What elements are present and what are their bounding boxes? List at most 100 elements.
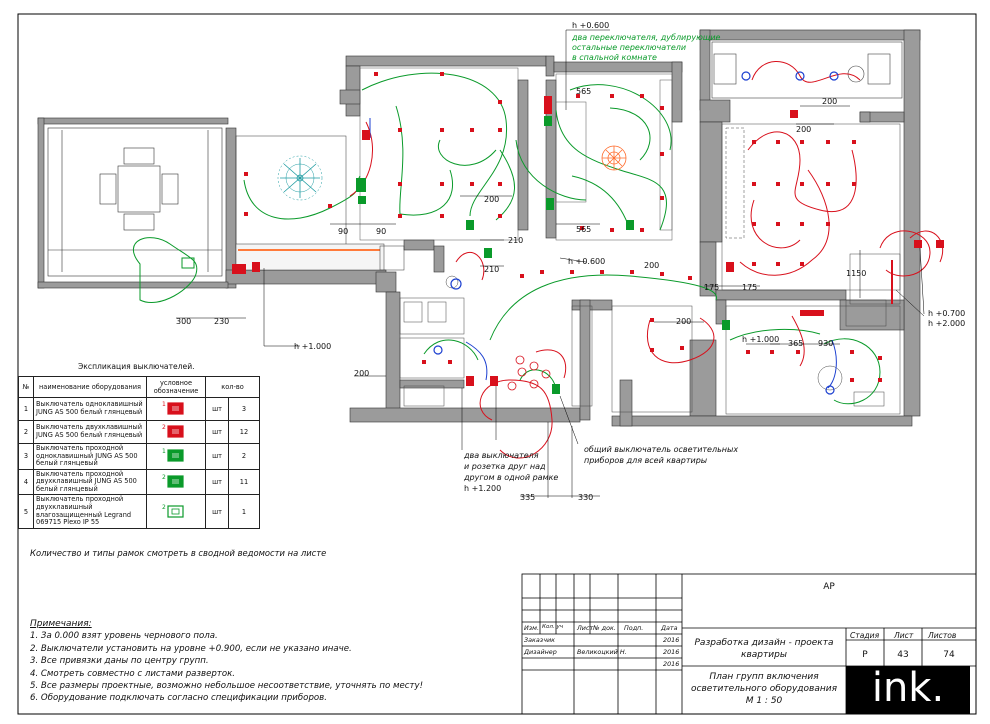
dimension-label: 200 — [484, 195, 500, 204]
stamp-col-kol: Кол. уч — [542, 624, 564, 630]
legend-row-name: Выключатель двухклавишный JUNG AS 500 бе… — [33, 420, 147, 444]
note-common-switch: общий выключатель осветительных — [584, 445, 739, 454]
legend-row-qty: 11 — [228, 468, 260, 496]
stamp-date: 2016 — [663, 648, 680, 656]
stamp-sheet-title: План групп включения — [709, 672, 819, 682]
stamp-sheet-number: 43 — [897, 650, 909, 660]
switch-symbol-icon: 1 — [162, 448, 184, 462]
walls — [37, 29, 921, 427]
dimension-label: 175 — [742, 283, 758, 292]
dimension-label: 175 — [704, 283, 720, 292]
legend-row-unit: шт — [205, 420, 229, 444]
legend-col-name: наименование оборудования — [33, 376, 147, 398]
dimension-label: 210 — [508, 236, 524, 245]
ink-logo: ink. — [846, 666, 970, 714]
dimension-label: 200 — [644, 261, 660, 270]
height-label: h +0.600 — [572, 21, 610, 30]
stamp-sheet-count: 74 — [943, 650, 955, 660]
legend-row-num: 2 — [18, 420, 34, 444]
switch-keys-label: 2 — [162, 474, 166, 481]
stamp-date: 2016 — [663, 660, 680, 668]
dimension-label: 200 — [796, 125, 812, 134]
note-item: 3. Все привязки даны по центру групп. — [30, 656, 209, 667]
legend-col-symbol: условное обозначение — [146, 376, 206, 398]
switch-symbol-icon: 2 — [162, 504, 184, 518]
legend-row-symbol: 2 — [146, 494, 206, 529]
legend-row-qty: 12 — [228, 420, 260, 444]
stamp-project-title: Разработка дизайн - проекта — [694, 638, 834, 648]
switch-ip55 — [181, 257, 195, 269]
stamp-sheet-title: осветительного оборудования — [690, 684, 837, 694]
dimension-label: 90 — [376, 227, 387, 236]
legend-row-name: Выключатель проходной двухклавишный влаг… — [33, 494, 147, 529]
height-label: h +0.600 — [568, 257, 606, 266]
red-groups — [349, 61, 944, 459]
note-common-switch: приборов для всей квартиры — [584, 456, 708, 465]
legend-row-qty: 1 — [228, 494, 260, 529]
note-item: 2. Выключатели установить на уровне +0.9… — [30, 643, 352, 654]
stamp-role-customer: Заказчик — [524, 636, 555, 644]
dimension-label: 365 — [788, 339, 804, 348]
living-furniture — [359, 67, 673, 241]
dimension-label: 200 — [676, 317, 692, 326]
legend-col-qty: кол-во — [205, 376, 260, 398]
note-duplicate-switches: в спальной комнате — [572, 53, 657, 62]
note-item: 5. Все размеры проектные, возможно небол… — [30, 681, 424, 692]
stamp-col-date: Дата — [661, 624, 678, 632]
switch-symbol-icon: 1 — [162, 401, 184, 415]
switch-symbol-icon: 2 — [162, 424, 184, 438]
notes-title: Примечания: — [30, 619, 92, 629]
notes-block: Примечания: 1. За 0.000 взят уровень чер… — [30, 618, 423, 705]
dimension-label: 300 — [176, 317, 192, 326]
dimension-label: 930 — [818, 339, 834, 348]
height-label: h +1.000 — [294, 342, 332, 351]
stamp-head-sheets: Листов — [928, 631, 957, 640]
stamp-col-doc: № док. — [593, 624, 616, 632]
switches-green — [356, 116, 730, 394]
switch-legend-table: № наименование оборудования условное обо… — [18, 376, 260, 529]
legend-row-num: 1 — [18, 397, 34, 421]
frames-note: Количество и типы рамок смотреть в сводн… — [30, 548, 327, 558]
legend-row-qty: 3 — [228, 397, 260, 421]
legend-header: № наименование оборудования условное обо… — [18, 376, 260, 398]
legend-row-symbol: 2 — [146, 468, 206, 496]
legend-row-unit: шт — [205, 443, 229, 470]
legend-row-qty: 2 — [228, 443, 260, 470]
dimension-label: 1150 — [846, 269, 867, 278]
note-double-switch: и розетка друг над — [464, 462, 546, 471]
green-groups — [133, 72, 881, 405]
legend-row-unit: шт — [205, 468, 229, 496]
note-item: 1. За 0.000 взят уровень чернового пола. — [30, 631, 218, 642]
dimension-label: 335 — [520, 493, 536, 502]
stamp-scale: М 1 : 50 — [745, 696, 783, 706]
legend-row-num: 5 — [18, 494, 34, 529]
dimension-label: 200 — [822, 97, 838, 106]
chandelier-dining — [280, 158, 320, 198]
dimension-label: 330 — [578, 493, 594, 502]
legend-row-symbol: 1 — [146, 397, 206, 421]
leader-lines — [263, 29, 925, 450]
stamp-project-title: квартиры — [741, 650, 787, 660]
title-block — [521, 573, 977, 715]
stamp-col-sign: Подп. — [624, 624, 644, 632]
notes-list: 1. За 0.000 взят уровень чернового пола.… — [30, 630, 423, 704]
switch-keys-label: 1 — [162, 401, 166, 408]
height-label: h +1.000 — [742, 335, 780, 344]
height-label: h +2.000 — [928, 319, 966, 328]
legend-row-symbol: 2 — [146, 420, 206, 444]
note-double-switch: другом в одной рамке — [464, 473, 559, 482]
switches-red — [232, 96, 944, 386]
stamp-col-list: Лист — [577, 624, 594, 632]
height-label: h +1.200 — [464, 484, 502, 493]
dimension-label: 230 — [214, 317, 230, 326]
switch-keys-label: 2 — [162, 504, 166, 511]
stamp-date: 2016 — [663, 636, 680, 644]
chandelier-hall — [507, 355, 551, 391]
corridor-rooms — [399, 275, 693, 413]
